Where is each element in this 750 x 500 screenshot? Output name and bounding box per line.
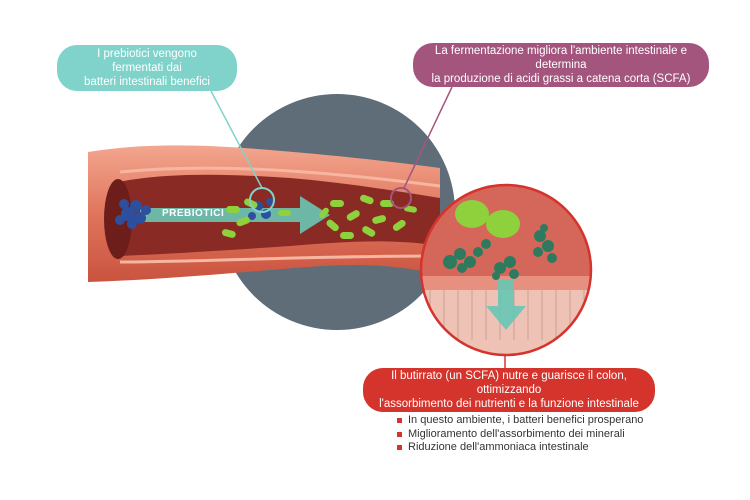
fermentation-callout-line1: I prebiotici vengono fermentati dai [97, 48, 197, 74]
purple-focus-ring [390, 187, 412, 209]
bullet-square-icon [397, 418, 402, 423]
butyrate-callout-line2: l'assorbimento dei nutrienti e la funzio… [379, 398, 639, 410]
benefit-text: Riduzione dell'ammoniaca intestinale [408, 441, 589, 453]
benefit-text: In questo ambiente, i batteri benefici p… [408, 414, 644, 426]
list-item: In questo ambiente, i batteri benefici p… [397, 414, 717, 428]
butyrate-callout-line1: Il butirrato (un SCFA) nutre e guarisce … [391, 370, 627, 396]
fermentation-callout: I prebiotici vengono fermentati dai batt… [57, 45, 237, 91]
prebiotic-cluster [115, 199, 151, 229]
list-item: Miglioramento dell'assorbimento dei mine… [397, 428, 717, 442]
scfa-callout: La fermentazione migliora l'ambiente int… [413, 43, 709, 87]
scfa-cluster [443, 224, 557, 280]
list-item: Riduzione dell'ammoniaca intestinale [397, 441, 717, 455]
zoom-bacteria [455, 200, 520, 238]
butyrate-callout: Il butirrato (un SCFA) nutre e guarisce … [363, 368, 655, 412]
benefits-list: In questo ambiente, i batteri benefici p… [397, 414, 717, 455]
bullet-square-icon [397, 431, 402, 437]
scfa-callout-line2: la produzione di acidi grassi a catena c… [431, 73, 691, 85]
zoom-ring [419, 183, 593, 357]
zoom-view [421, 185, 591, 355]
fermentation-callout-line2: batteri intestinali benefici [84, 76, 210, 88]
absorption-arrow [486, 280, 526, 330]
flow-arrow [140, 196, 330, 234]
prebiotics-label: PREBIOTICI [162, 208, 225, 219]
bullet-square-icon [397, 445, 402, 450]
bacteria-group [221, 194, 417, 239]
scfa-callout-line1: La fermentazione migliora l'ambiente int… [434, 45, 688, 71]
benefit-text: Miglioramento dell'assorbimento dei mine… [408, 427, 625, 440]
